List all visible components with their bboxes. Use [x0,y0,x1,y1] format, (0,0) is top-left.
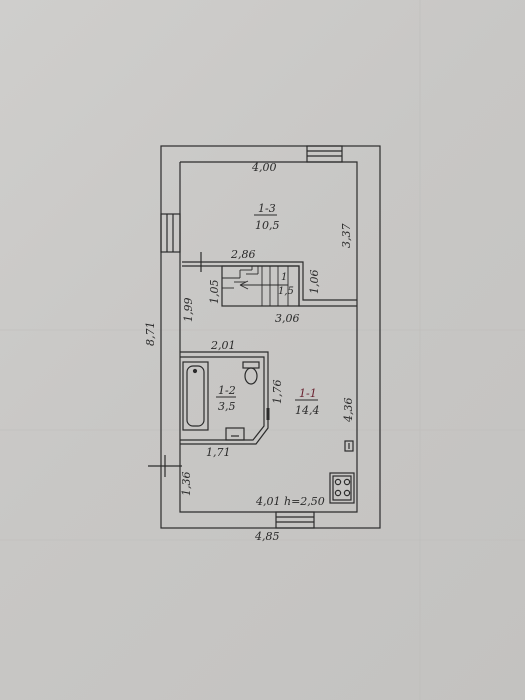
dim-stair-left: 1,05 [208,280,221,305]
bathroom-wall [180,351,269,445]
room-1-3-id: 1-3 [258,202,276,215]
dim-bath-right: 1,76 [271,380,284,405]
room-1-3-area: 10,5 [255,219,280,232]
dim-left-mid: 1,99 [182,298,195,323]
bathtub-drain [192,368,198,374]
window-bottom [275,511,315,529]
dim-bath-top: 2,01 [210,339,236,352]
stove-top [332,475,352,501]
sink [225,427,245,441]
outer-wall [160,145,381,529]
inner-wall-upper [180,161,358,306]
window-top [306,145,343,163]
dim-bath-bottom: 1,71 [206,446,231,459]
dim-outer-bottom: 4,85 [254,530,280,543]
stove [329,472,355,504]
bathtub-basin [186,365,205,427]
room-1-2-id: 1-2 [218,384,236,397]
stove-burner [334,478,342,486]
staircase [221,265,300,307]
stove-burner [334,489,342,497]
dim-top-width: 4,00 [251,161,277,174]
room-stair-id: 1 [281,272,287,283]
room-1-1-id: 1-1 [299,387,317,400]
wall-device [344,440,354,452]
stair-steps [222,266,289,306]
dim-right-lower: 4,36 [342,398,355,424]
bathroom-wall-inner [180,356,265,441]
dim-stair-top: 2,86 [230,248,256,261]
dim-inner-bottom: 4,01 [255,495,281,508]
room-stair-area: 1,5 [278,286,294,297]
stove-burner [343,478,351,486]
toilet-tank [242,361,260,369]
stove-burner [343,489,351,497]
inner-wall-lower [179,306,358,513]
bathtub [182,361,209,431]
room-1-2-area: 3,5 [218,400,236,413]
dim-stair-right: 1,06 [308,270,321,295]
dim-left-bottom: 1,36 [180,472,193,497]
room-1-1-area: 14,4 [295,404,320,417]
dim-partition: 3,06 [275,312,300,325]
toilet-bowl [244,367,258,385]
stair-wall [182,261,357,301]
ceiling-height: h=2,50 [284,495,325,508]
window-left [160,213,181,253]
dim-right-upper: 3,37 [340,224,353,249]
stair-arrow [239,280,249,290]
dim-left-total: 8,71 [144,322,157,347]
